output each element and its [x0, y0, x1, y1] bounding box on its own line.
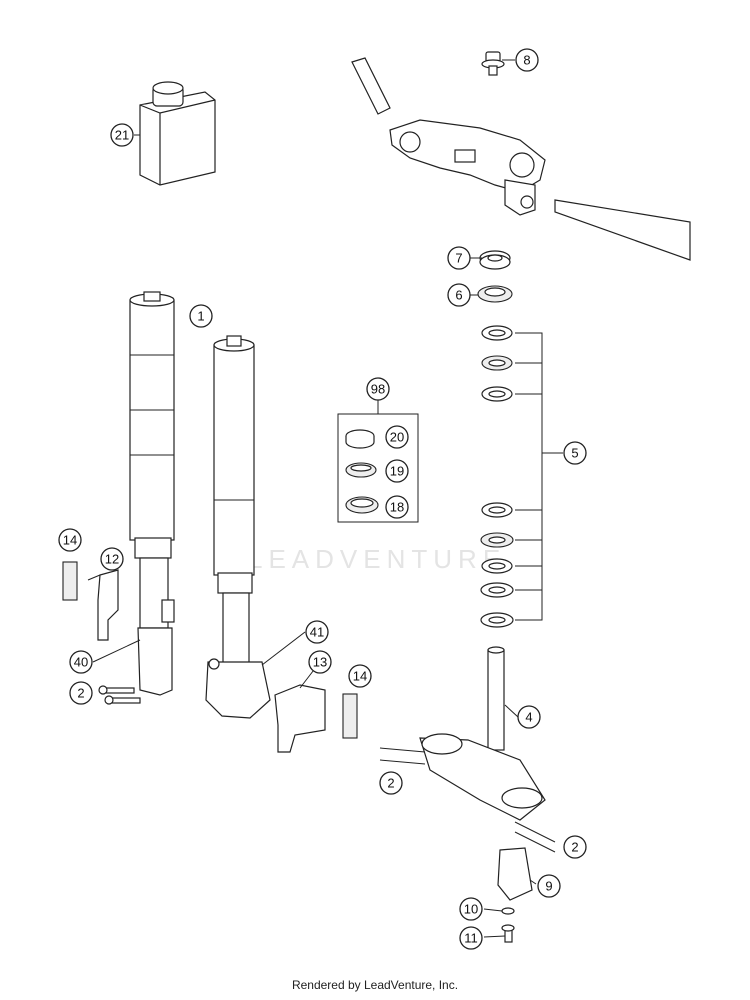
callout-9: 9	[537, 874, 561, 898]
steering-bearing-set	[480, 325, 514, 628]
svg-text:21: 21	[115, 128, 129, 143]
svg-text:13: 13	[313, 655, 327, 670]
part-5-bracket	[515, 332, 563, 621]
svg-text:4: 4	[525, 710, 532, 725]
callout-8: 8	[515, 48, 539, 72]
callout-14-left: 14	[58, 528, 82, 552]
brake-line-bracket-left	[97, 569, 119, 641]
svg-text:8: 8	[523, 53, 530, 68]
callout-21: 21	[110, 123, 134, 147]
callout-2-middle: 2	[379, 771, 403, 795]
svg-text:10: 10	[464, 902, 478, 917]
svg-text:40: 40	[74, 655, 88, 670]
reflector-right	[342, 693, 358, 739]
leader-lines	[87, 134, 537, 938]
callout-14-right: 14	[348, 664, 372, 688]
seal-kit-box	[337, 400, 419, 523]
svg-text:19: 19	[390, 464, 404, 479]
fork-leg-right	[205, 335, 271, 719]
svg-text:11: 11	[464, 931, 478, 946]
callout-11: 11	[459, 926, 483, 950]
svg-text:18: 18	[390, 500, 404, 515]
brake-line-bracket-right	[274, 684, 326, 753]
svg-text:12: 12	[105, 552, 119, 567]
watermark-text: LEADVENTURE	[248, 544, 506, 574]
callout-2-right: 2	[563, 835, 587, 859]
callout-4: 4	[517, 705, 541, 729]
washer-and-screw	[501, 907, 515, 943]
steering-seal	[477, 285, 513, 303]
upper-triple-clamp	[351, 57, 691, 261]
svg-text:41: 41	[310, 625, 324, 640]
svg-text:5: 5	[571, 446, 578, 461]
svg-text:2: 2	[571, 840, 578, 855]
fork-leg-left	[129, 291, 175, 696]
fork-oil-bottle	[139, 81, 216, 186]
callout-6: 6	[447, 283, 471, 307]
svg-text:7: 7	[455, 251, 462, 266]
callout-98: 98	[366, 377, 390, 401]
svg-text:9: 9	[545, 879, 552, 894]
callout-12: 12	[100, 547, 124, 571]
callout-19: 19	[385, 459, 409, 483]
svg-text:20: 20	[390, 430, 404, 445]
callout-1: 1	[189, 304, 213, 328]
axle-clamp-bolts-left	[98, 685, 141, 705]
callout-10: 10	[459, 897, 483, 921]
svg-text:1: 1	[197, 309, 204, 324]
svg-text:98: 98	[371, 382, 385, 397]
callout-7: 7	[447, 246, 471, 270]
reflector-left	[62, 561, 78, 601]
lower-triple-clamp	[379, 646, 556, 853]
svg-text:6: 6	[455, 288, 462, 303]
callout-20: 20	[385, 425, 409, 449]
svg-text:14: 14	[63, 533, 77, 548]
callout-2-left: 2	[69, 681, 93, 705]
svg-text:2: 2	[77, 686, 84, 701]
callout-41: 41	[305, 620, 329, 644]
callout-18: 18	[385, 495, 409, 519]
top-clamp-bolt	[481, 51, 505, 76]
callout-13: 13	[308, 650, 332, 674]
callout-40: 40	[69, 650, 93, 674]
footer-credit: Rendered by LeadVenture, Inc.	[291, 978, 459, 992]
steering-dust-cap	[479, 250, 511, 270]
svg-text:2: 2	[387, 776, 394, 791]
callout-5: 5	[563, 441, 587, 465]
svg-text:14: 14	[353, 669, 367, 684]
brake-hose-clamp	[497, 847, 533, 901]
